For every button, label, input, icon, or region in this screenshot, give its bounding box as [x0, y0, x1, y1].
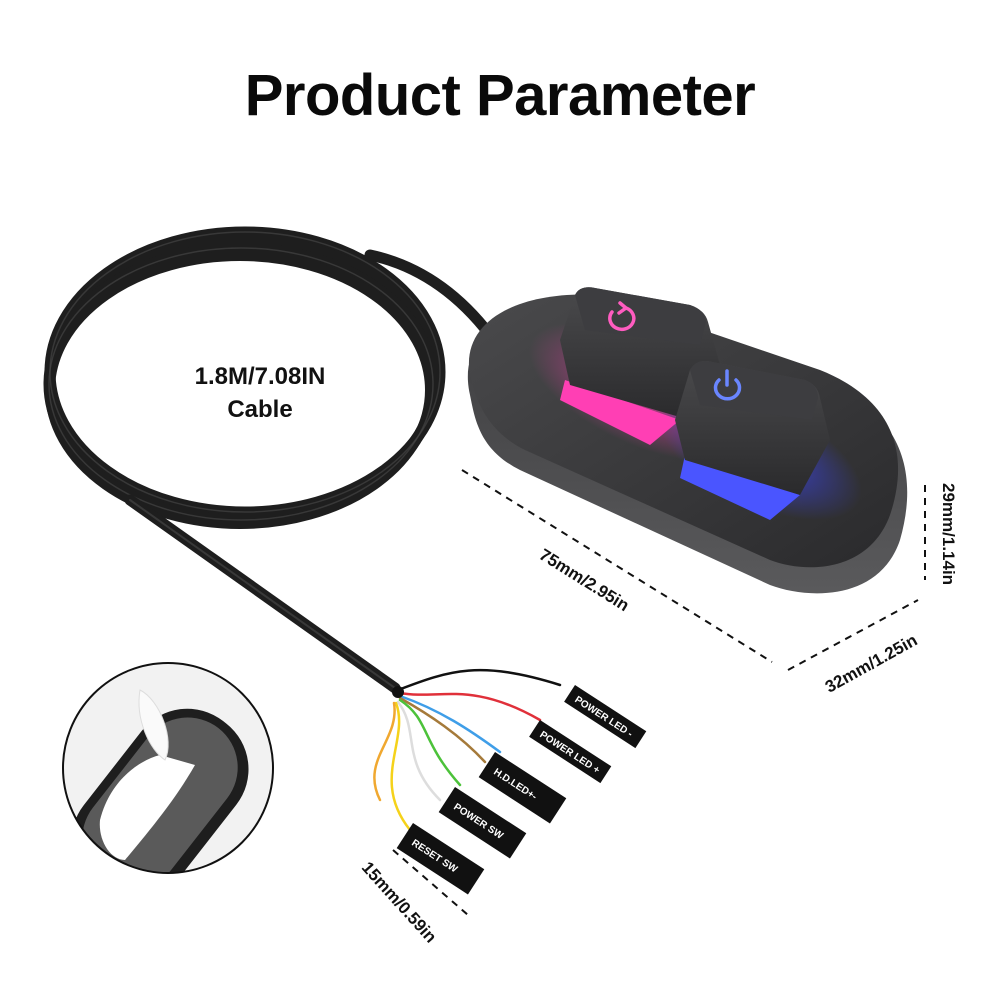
svg-text:POWER LED +: POWER LED +: [537, 729, 601, 776]
cable-length-value: 1.8M/7.08IN: [194, 363, 326, 390]
cable-coil: [43, 226, 496, 694]
reset-icon: [608, 301, 636, 332]
dimension-lines: [392, 469, 926, 916]
page-title: Product Parameter: [244, 63, 756, 128]
power-icon: [713, 369, 742, 401]
wire-bundle: [373, 668, 562, 832]
dimension-height: 29mm/1.14in: [939, 483, 958, 586]
svg-text:POWER LED -: POWER LED -: [572, 694, 634, 740]
connector-reset-sw: RESET SW: [396, 823, 485, 895]
connector-power-led-minus: POWER LED -: [564, 685, 647, 749]
connector-power-led-plus: POWER LED +: [529, 720, 612, 784]
power-key: [675, 361, 830, 520]
switch-device: [467, 287, 908, 594]
reset-key: [560, 287, 720, 445]
adhesive-inset: [62, 662, 274, 874]
cable-length-label: 1.8M/7.08IN Cable: [140, 360, 380, 426]
cable-caption: Cable: [227, 396, 293, 423]
